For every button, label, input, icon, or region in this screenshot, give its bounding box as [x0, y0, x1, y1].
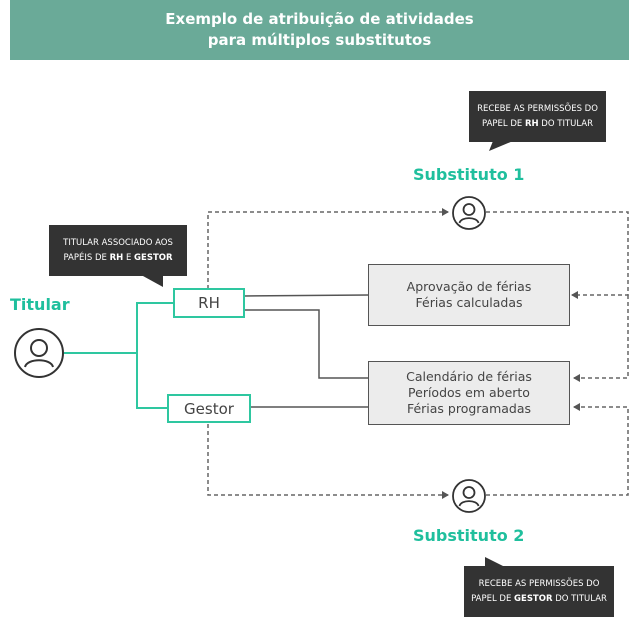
substituto2-callout-role: GESTOR — [514, 593, 553, 604]
substituto2-callout-suffix: DO TITULAR — [552, 593, 607, 604]
titular-user-icon — [14, 328, 64, 378]
substituto1-callout-line2: PAPEL DE RH DO TITULAR — [475, 117, 600, 132]
titular-callout-tail — [143, 276, 163, 287]
substituto1-callout-suffix: DO TITULAR — [538, 118, 594, 129]
substituto1-callout-role: RH — [524, 118, 539, 129]
titular-label: Titular — [10, 295, 70, 314]
rh-to-calendar-box — [244, 309, 369, 379]
titular-callout: TITULAR ASSOCIADO AOS PAPÉIS DE RH E GES… — [49, 225, 187, 276]
rh-activities-box: Aprovação de férias Férias calculadas — [368, 264, 570, 326]
substituto2-user-icon — [452, 479, 486, 513]
gestor-activities-box: Calendário de férias Períodos em aberto … — [368, 361, 570, 425]
substituto1-callout-prefix: PAPEL DE — [481, 118, 525, 129]
titular-callout-role-rh: RH — [109, 252, 124, 263]
substituto2-label: Substituto 2 — [413, 526, 525, 545]
titular-callout-line1: TITULAR ASSOCIADO AOS — [63, 237, 173, 248]
gestor-to-substituto2-dashed — [207, 424, 449, 499]
role-gestor-box: Gestor — [167, 394, 251, 423]
titular-callout-line2: PAPÉIS DE RH E GESTOR — [55, 251, 181, 266]
substituto1-callout: RECEBE AS PERMISSÕES DO PAPEL DE RH DO T… — [469, 91, 606, 142]
activity-ferias-calculadas: Férias calculadas — [415, 295, 523, 310]
role-rh-box: RH — [173, 288, 245, 318]
substituto1-callout-line1: RECEBE AS PERMISSÕES DO — [477, 103, 598, 114]
substituto1-user-icon — [452, 196, 486, 230]
substituto2-callout-line1: RECEBE AS PERMISSÕES DO — [478, 578, 600, 589]
substituto1-to-rh-activities-dashed — [486, 211, 629, 299]
titular-callout-conjunction: E — [123, 252, 135, 263]
activity-periodos-aberto: Períodos em aberto — [408, 385, 530, 400]
substituto2-to-gestor-activities-dashed — [486, 403, 629, 496]
activity-calendario-ferias: Calendário de férias — [406, 369, 532, 384]
activity-aprovacao-ferias: Aprovação de férias — [406, 279, 532, 294]
substituto1-callout-tail — [489, 141, 513, 151]
substituto2-callout: RECEBE AS PERMISSÕES DO PAPEL DE GESTOR … — [464, 566, 614, 617]
substituto2-callout-line2: PAPEL DE GESTOR DO TITULAR — [470, 592, 608, 607]
rh-to-substituto1-dashed — [207, 208, 449, 289]
rh-to-approval-box — [243, 294, 370, 297]
title-banner: Exemplo de atribuição de atividades para… — [10, 0, 629, 60]
title-line-2: para múltiplos substitutos — [207, 31, 432, 49]
substituto1-label: Substituto 1 — [413, 165, 525, 184]
substituto2-callout-tail — [485, 557, 505, 567]
substituto1-to-gestor-activities-dashed — [573, 295, 629, 382]
titular-callout-prefix: PAPÉIS DE — [63, 252, 110, 263]
title-line-1: Exemplo de atribuição de atividades — [165, 10, 474, 28]
substituto2-callout-prefix: PAPEL DE — [471, 593, 515, 604]
titular-callout-role-gestor: GESTOR — [134, 252, 173, 263]
activity-ferias-programadas: Férias programadas — [406, 401, 532, 416]
